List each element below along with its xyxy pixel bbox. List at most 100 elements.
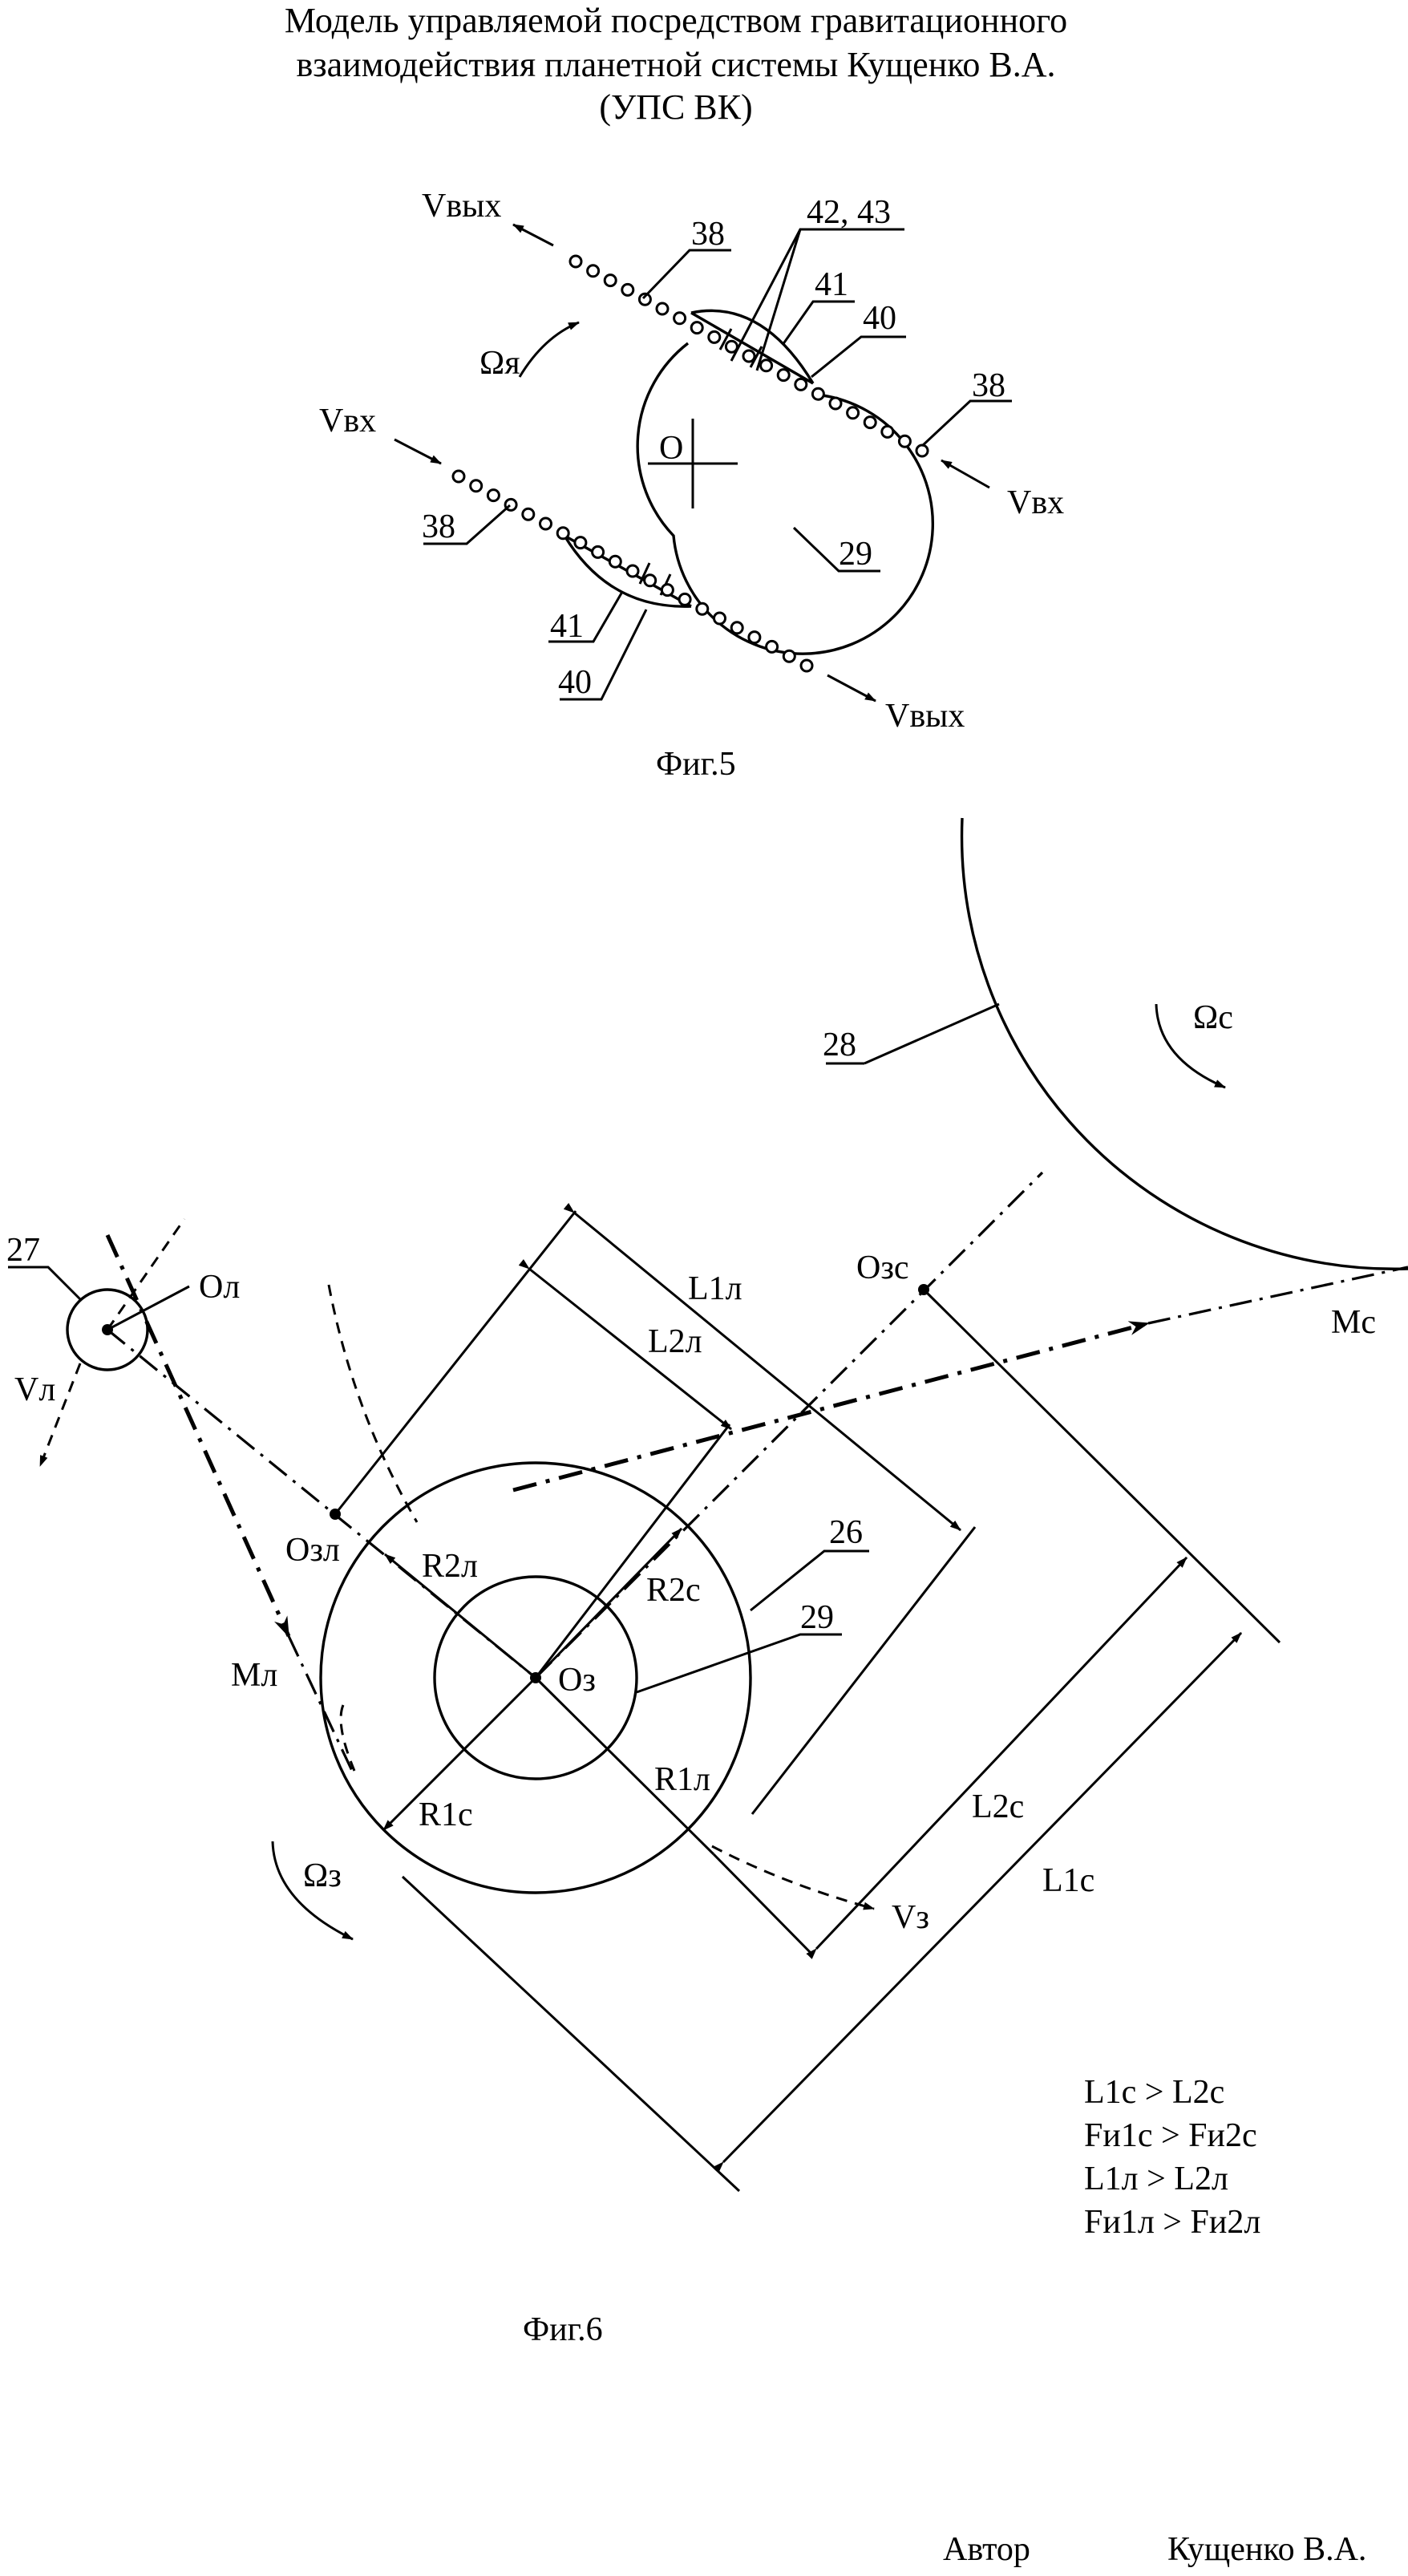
fig6-dim-L2s (806, 1556, 1188, 1959)
fig6-o-zs-label: Озс (856, 1250, 909, 1286)
fig5-ref-38-left: 38 (422, 508, 455, 545)
fig6-o-earth-label: Оз (558, 1662, 596, 1699)
title-line-2: взаимодействия планетной системы Кущенко… (296, 45, 1055, 84)
fig5-vout-top-label: Vвых (422, 188, 501, 225)
relation-line: L1с > L2с (1084, 2074, 1224, 2111)
fig6-extension-ozs (922, 1288, 1281, 1644)
fig6-L1l-label: L1л (688, 1270, 742, 1307)
relation-line: Fи1л > Fи2л (1084, 2204, 1260, 2241)
particle-bead (915, 444, 929, 458)
fig5-vout-top-arrow (512, 223, 554, 247)
fig6-leader-26 (750, 1549, 869, 1612)
fig6-earth-rotation-arrow (271, 1841, 354, 1941)
particle-bead (573, 536, 588, 550)
fig6-caption: Фиг.6 (523, 2311, 603, 2348)
fig6-extension-R1l-end (712, 1853, 815, 1957)
particle-bead (678, 592, 692, 606)
fig6-relations: L1с > L2с Fи1с > Fи2с L1л > L2л Fи1л > F… (1084, 2074, 1260, 2241)
particle-bead (521, 507, 536, 521)
fig6-m-moon-label: Мл (231, 1657, 277, 1694)
particle-bead (643, 573, 657, 588)
fig5-lower-segment (563, 535, 692, 608)
particle-bead (724, 339, 738, 354)
fig6-R2s-label: R2с (646, 1572, 701, 1609)
fig6-radius-R2s (534, 1527, 683, 1679)
particle-bead (660, 583, 674, 597)
fig6-moon-force-tail (287, 1635, 354, 1773)
fig5-leader-38-left (423, 504, 511, 545)
fig5-particle-stream-lower (451, 469, 814, 673)
fig5-ref-40-top: 40 (863, 300, 896, 337)
figure-6: 28 Ωс Оз Ол 27 Vл Мл Мс Озс Озл (6, 817, 1408, 2348)
particle-bead (621, 282, 635, 297)
fig5-leader-41-bottom (548, 591, 624, 643)
particle-bead (846, 406, 860, 420)
fig6-ref-26: 26 (829, 1514, 863, 1551)
fig6-trajectory-lower-dash (339, 1704, 356, 1772)
fig5-vout-bottom-arrow (827, 674, 876, 703)
fig5-caption: Фиг.5 (656, 746, 736, 783)
fig6-radius-R1l (534, 1676, 715, 1856)
fig5-leader-38-right (920, 399, 1012, 448)
particle-bead (625, 564, 640, 578)
footer: Автор Кущенко В.А. (943, 2531, 1366, 2568)
particle-bead (586, 264, 601, 278)
fig6-earth-to-L2l (534, 1424, 731, 1679)
fig6-R1s-label: R1с (419, 1796, 473, 1833)
fig6-extension-tangent (751, 1526, 977, 1815)
particle-bead (747, 630, 762, 645)
fig6-moon-o-leader (107, 1285, 190, 1331)
particle-bead (863, 415, 877, 430)
fig6-earth-inner-circle (433, 1575, 638, 1780)
fig6-earth-sun-line (534, 1171, 1044, 1679)
relation-line: L1л > L2л (1084, 2161, 1228, 2197)
particle-bead (695, 601, 710, 616)
particle-bead (707, 330, 722, 344)
fig5-ref-29: 29 (839, 536, 872, 573)
fig6-leader-27 (8, 1266, 82, 1301)
fig5-ref-41-top: 41 (815, 266, 848, 303)
particle-bead (782, 649, 796, 663)
fig5-particle-stream-upper (568, 254, 929, 458)
fig5-ref-4243: 42, 43 (807, 194, 891, 231)
fig5-vin-left-arrow (394, 438, 442, 465)
fig5-center-label: О (659, 430, 683, 467)
title-line-3: (УПС ВК) (599, 87, 752, 127)
fig6-o-zl-label: Озл (285, 1532, 340, 1569)
figure-5: О Vвых Vвх Vвх Vвых Ωя 38 42, 43 41 40 3… (319, 188, 1064, 783)
fig5-leader-40-bottom (560, 609, 648, 701)
fig5-ref-38-top: 38 (691, 216, 725, 253)
fig6-moon-circle (66, 1288, 149, 1371)
particle-bead (486, 488, 500, 503)
fig6-leader-28-a (864, 1002, 1000, 1065)
fig6-o-moon-label: Ол (199, 1269, 240, 1306)
fig6-omega-sun-label: Ωс (1193, 999, 1233, 1036)
sheet-title: Модель управляемой посредством гравитаци… (285, 1, 1067, 127)
particle-bead (799, 658, 814, 673)
particle-bead (673, 311, 687, 326)
fig6-extension-ozl (334, 1210, 577, 1515)
author-label: Автор (943, 2531, 1030, 2568)
fig5-ref-38-right: 38 (972, 367, 1005, 404)
fig6-moon-force-arrow (105, 1233, 291, 1638)
fig6-sun-force-arrow (512, 1321, 1150, 1493)
fig6-omega-earth-label: Ωз (303, 1857, 342, 1894)
fig6-extension-earth-tangent (401, 1875, 741, 2193)
particle-bead (776, 368, 791, 383)
particle-bead (811, 387, 825, 401)
fig5-upper-segment (690, 309, 815, 384)
fig5-rotation-arrow (518, 321, 580, 378)
relation-line: Fи1с > Fи2с (1084, 2117, 1257, 2154)
fig6-L2s-label: L2с (972, 1788, 1024, 1825)
fig5-omega-label: Ωя (479, 345, 520, 382)
particle-bead (556, 526, 570, 541)
fig6-dim-L2l (518, 1259, 732, 1431)
fig5-upper-partition-b (749, 346, 763, 368)
fig5-leader-40-top (811, 335, 906, 379)
particle-bead (690, 321, 704, 335)
fig5-ref-41-bottom: 41 (550, 608, 584, 645)
fig5-vout-bottom-label: Vвых (885, 698, 965, 735)
fig6-L2l-label: L2л (648, 1323, 702, 1360)
fig5-leader-38-top (641, 249, 731, 300)
